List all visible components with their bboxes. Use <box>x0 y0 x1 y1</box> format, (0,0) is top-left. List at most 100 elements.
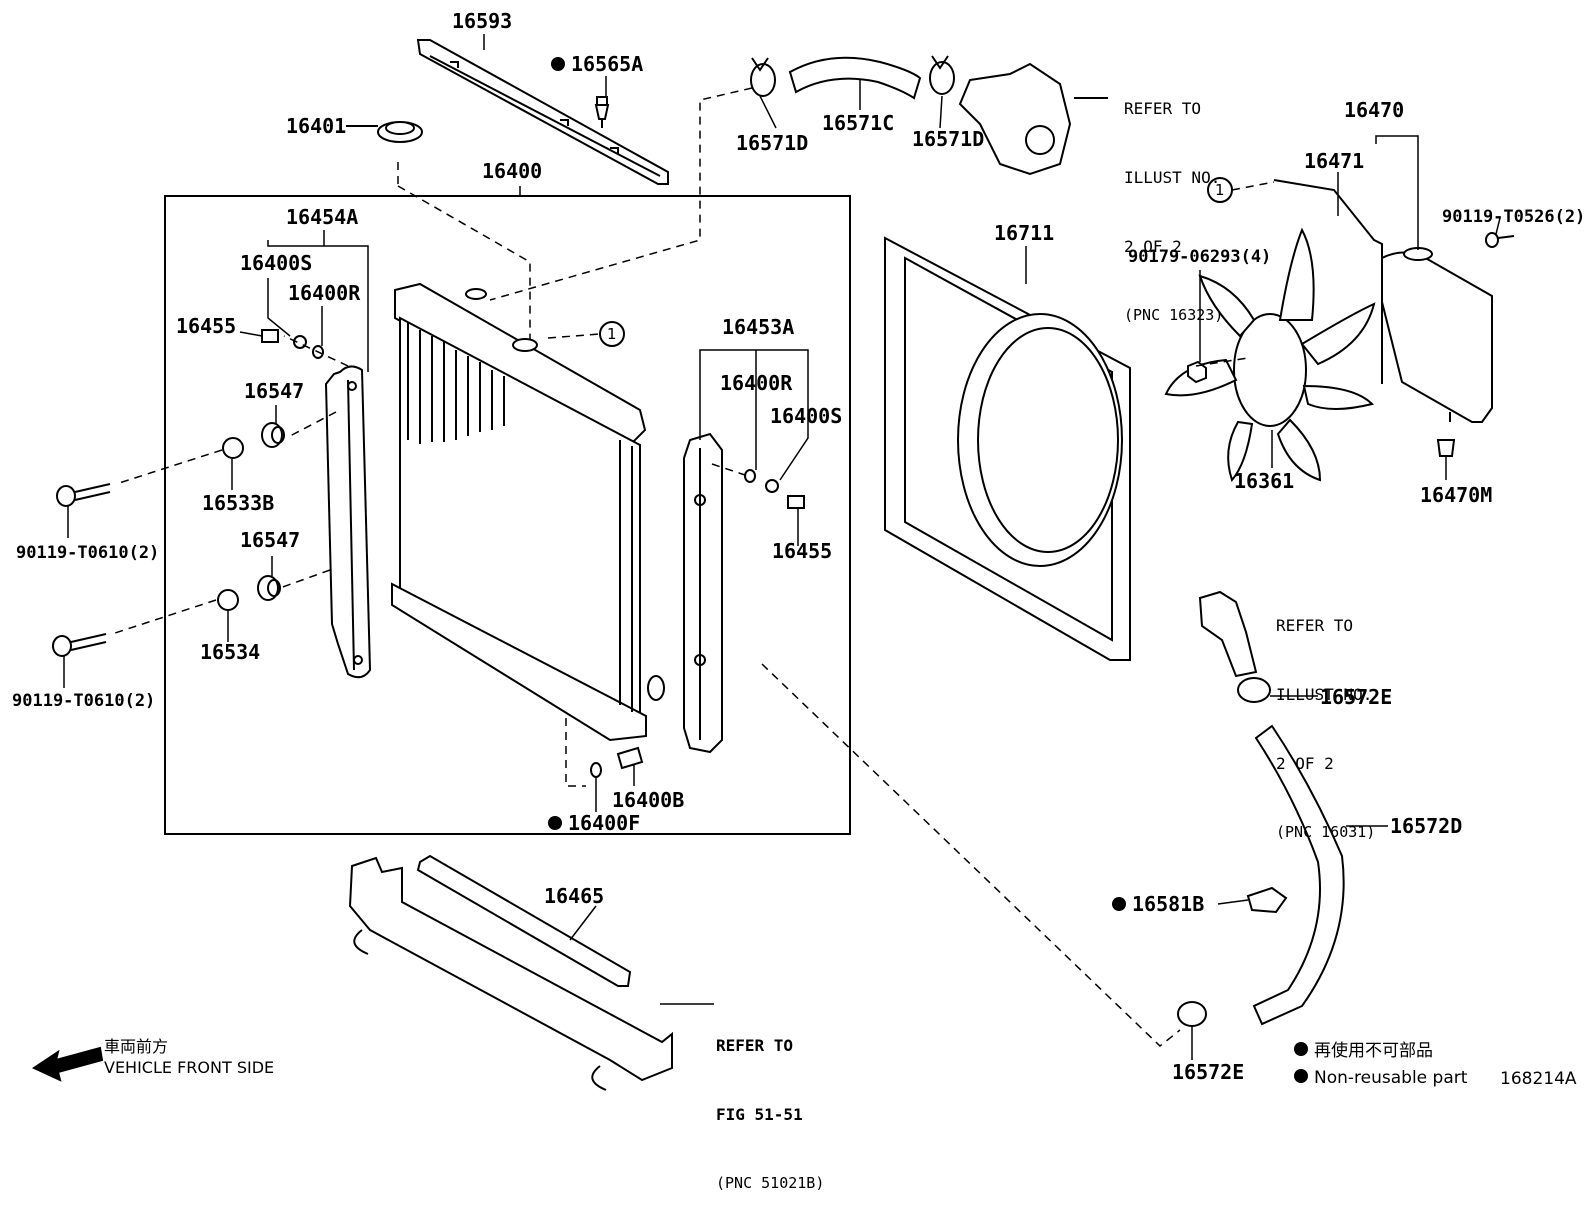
label-16400B: 16400B <box>612 788 685 812</box>
legend-row-japanese: 再使用不可部品 <box>1294 1038 1467 1065</box>
label-16571D-right: 16571D <box>912 127 985 151</box>
label-16465: 16465 <box>544 884 605 908</box>
label-16572D: 16572D <box>1390 814 1463 838</box>
label-16534: 16534 <box>200 640 261 664</box>
label-90119-T0610-b: 90119-T0610(2) <box>12 691 156 711</box>
label-16453A: 16453A <box>722 315 795 339</box>
non-reusable-dot <box>1294 1042 1308 1056</box>
radiator-exploded-diagram <box>31 34 1515 1091</box>
bushing-16547-top <box>261 422 285 448</box>
bolt-16455-left <box>261 329 279 343</box>
front-arrow-icon <box>31 1046 104 1082</box>
vehicle-front-english: VEHICLE FRONT SIDE <box>104 1058 275 1077</box>
illustration-number: 168214A <box>1500 1069 1577 1089</box>
reservoir-tank-16470 <box>1381 247 1493 423</box>
label-16572E-bottom: 16572E <box>1172 1060 1245 1084</box>
label-16400S-left: 16400S <box>240 251 313 275</box>
legend-japanese: 再使用不可部品 <box>1314 1041 1433 1061</box>
bolt-16455-right <box>787 495 805 509</box>
label-16361: 16361 <box>1234 469 1295 493</box>
radiator-support-seal-16593 <box>416 39 669 185</box>
legend: 再使用不可部品 Non-reusable part <box>1294 1038 1467 1092</box>
hose-16572D <box>1252 724 1345 1026</box>
lower-support <box>348 856 673 1091</box>
ref-line: 2 OF 2 <box>1276 754 1334 773</box>
radiator-core-16400 <box>391 282 665 742</box>
legend-row-english: Non-reusable part <box>1294 1065 1467 1092</box>
side-plate-right <box>683 432 723 754</box>
bolt-90119-T0610-b <box>52 633 107 657</box>
label-16400F: 16400F <box>548 812 640 834</box>
solid-leaders <box>63 34 1501 1060</box>
clip-16565A <box>594 96 610 128</box>
clamp-16571D-right <box>929 55 955 95</box>
label-16400R-left: 16400R <box>288 281 361 305</box>
nut-90179-06293 <box>1187 360 1207 384</box>
label-90179-06293: 90179-06293(4) <box>1128 247 1272 267</box>
radiator-cap-16401 <box>346 121 423 143</box>
hose-16571C <box>788 56 922 100</box>
clamp-16572E-top <box>1237 677 1271 703</box>
collar-16534 <box>217 589 239 611</box>
clip-16581B <box>1246 886 1288 914</box>
ref-line: REFER TO <box>1276 616 1354 635</box>
label-16533B: 16533B <box>202 491 275 515</box>
ref-note-thermostat: REFER TO ILLUST NO. 2 OF 2 (PNC 16323) <box>1124 51 1223 350</box>
water-inlet <box>1198 590 1258 678</box>
non-reusable-dot <box>551 56 565 71</box>
ref-line: ILLUST NO. <box>1124 168 1221 187</box>
ref-line: (PNC 16031) <box>1276 823 1376 841</box>
label-16454A: 16454A <box>286 205 359 229</box>
drain-cock-16400B <box>616 746 644 770</box>
callout-marker-1b-text: 1 <box>1215 181 1225 199</box>
ref-line: (PNC 16323) <box>1124 306 1224 324</box>
non-reusable-dot <box>1294 1069 1308 1083</box>
label-16401: 16401 <box>286 114 347 138</box>
clamp-16572E-bottom <box>1177 1001 1207 1027</box>
bushing-16547-bottom <box>257 575 281 601</box>
label-16547-top: 16547 <box>244 379 305 403</box>
label-16400: 16400 <box>482 159 543 183</box>
cap-16470M <box>1436 439 1456 457</box>
ref-line: FIG 51-51 <box>716 1105 803 1124</box>
label-16593: 16593 <box>452 9 513 33</box>
label-16565A-text: 16565A <box>571 52 644 76</box>
label-16470: 16470 <box>1344 98 1405 122</box>
radiator-assembly-frame <box>164 195 851 835</box>
label-16571C: 16571C <box>822 111 895 135</box>
hose-16471 <box>1273 179 1383 384</box>
label-90119-T0526: 90119-T0526(2) <box>1442 207 1586 227</box>
non-reusable-dot <box>548 815 562 830</box>
bolt-90119-T0526 <box>1485 232 1515 248</box>
label-16455-left: 16455 <box>176 314 237 338</box>
water-outlet-housing <box>958 62 1108 176</box>
label-16711: 16711 <box>994 221 1055 245</box>
grommet-16400S-right <box>765 479 779 493</box>
label-16470M: 16470M <box>1420 483 1493 507</box>
ref-line: REFER TO <box>716 1036 794 1055</box>
callout-marker-1a <box>599 321 625 347</box>
seal-16465 <box>416 854 632 987</box>
ref-line: REFER TO <box>1124 99 1202 118</box>
ref-line: (PNC 51021B) <box>716 1174 825 1192</box>
legend-english: Non-reusable part <box>1314 1068 1468 1088</box>
fan-shroud-16711 <box>884 236 1131 661</box>
ref-line: 2 OF 2 <box>1124 237 1182 256</box>
label-16565A: 16565A <box>551 53 643 75</box>
side-plate-left <box>324 365 372 679</box>
vehicle-front-japanese: 車両前方 <box>104 1037 169 1056</box>
ref-note-inlet: REFER TO ILLUST NO. 2 OF 2 (PNC 16031) <box>1276 568 1375 867</box>
label-16572E-top: 16572E <box>1320 685 1393 709</box>
label-16581B-text: 16581B <box>1132 892 1205 916</box>
callout-marker-1a-text: 1 <box>607 325 617 343</box>
ref-line: ILLUST NO. <box>1276 685 1373 704</box>
label-16400F-text: 16400F <box>568 811 641 835</box>
collar-16533B <box>222 437 244 459</box>
label-16400S-right: 16400S <box>770 404 843 428</box>
ref-note-fig: REFER TO FIG 51-51 (PNC 51021B) <box>716 988 824 1218</box>
label-16581B: 16581B <box>1112 893 1204 915</box>
dashed-leaders <box>111 87 1275 1047</box>
bolt-90119-T0610-a <box>56 483 111 507</box>
non-reusable-dot <box>1112 896 1126 911</box>
label-16571D-left: 16571D <box>736 131 809 155</box>
